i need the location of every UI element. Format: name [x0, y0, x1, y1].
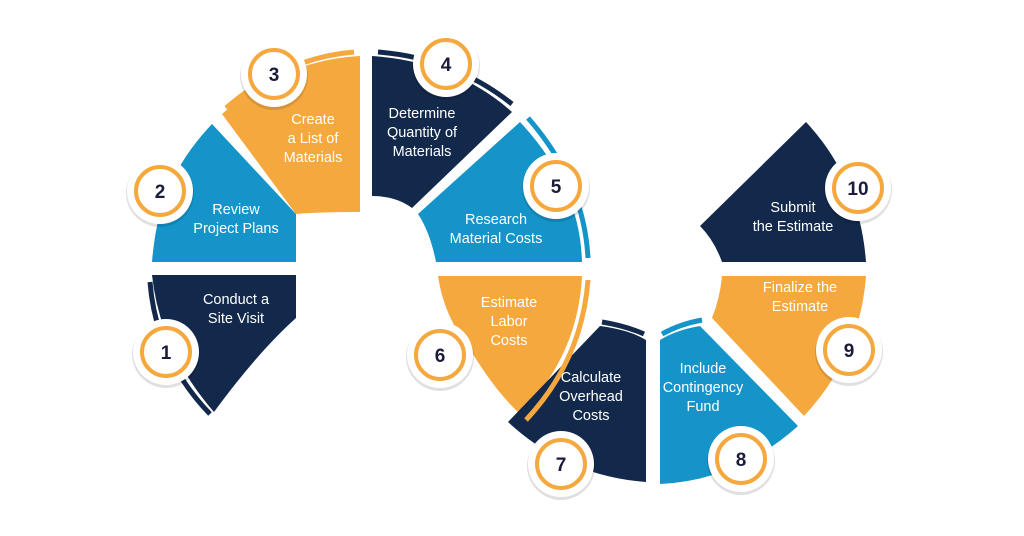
- step-2-label-line: Project Plans: [193, 221, 278, 237]
- step-1-label-line: Site Visit: [208, 311, 264, 327]
- step-3-label-line: Materials: [284, 150, 343, 166]
- step-number: 4: [441, 55, 452, 76]
- step-number: 1: [161, 343, 172, 364]
- step-10-label-line: Submit: [770, 200, 815, 216]
- step-3-label-line: Create: [291, 112, 335, 128]
- step-1-badge: 1: [132, 319, 200, 388]
- step-3-badge: 3: [240, 41, 308, 110]
- step-6-label-line: Costs: [490, 333, 527, 349]
- step-10-label-line: the Estimate: [753, 219, 834, 235]
- step-4-shape: [372, 56, 512, 208]
- step-10-segment: [700, 122, 866, 262]
- step-6-badge: 6: [406, 322, 474, 391]
- step-number: 3: [269, 65, 280, 86]
- step-4-label-line: Determine: [389, 106, 456, 122]
- step-4-label-line: Materials: [393, 144, 452, 160]
- step-4-badge: 4: [412, 31, 480, 100]
- step-1-label-line: Conduct a: [203, 292, 270, 308]
- step-9-badge: 9: [815, 317, 883, 386]
- step-7-label-line: Costs: [572, 408, 609, 424]
- step-1-segment: [152, 275, 296, 412]
- step-8-label-line: Contingency: [663, 380, 744, 396]
- accent-stripe: [660, 317, 703, 337]
- step-4-segment: [372, 56, 512, 208]
- step-number: 6: [435, 346, 446, 367]
- step-1-label: Conduct a Site Visit: [203, 292, 270, 327]
- segments: [147, 49, 866, 484]
- step-9-label-line: Finalize the: [763, 280, 837, 296]
- step-6-label-line: Estimate: [481, 295, 537, 311]
- step-6-segment: [438, 276, 582, 414]
- step-10-badge: 10: [824, 155, 892, 224]
- step-number: 2: [155, 182, 166, 203]
- step-6-label-line: Labor: [490, 314, 527, 330]
- step-number: 7: [556, 455, 567, 476]
- accent-stripe: [601, 319, 646, 337]
- step-number: 8: [736, 450, 747, 471]
- step-8-badge: 8: [707, 426, 775, 495]
- step-5-badge: 5: [522, 153, 590, 222]
- accent-stripe: [524, 279, 591, 422]
- step-10-label: Submit the Estimate: [753, 200, 834, 235]
- step-2-badge: 2: [126, 158, 194, 227]
- step-8-label-line: Fund: [686, 399, 719, 415]
- step-number: 5: [551, 177, 562, 198]
- step-9-shape: [712, 276, 866, 416]
- step-number: 10: [847, 179, 868, 200]
- step-4-label-line: Quantity of: [387, 125, 458, 141]
- step-3-label-line: a List of: [288, 131, 340, 147]
- step-6-shape: [438, 276, 582, 414]
- step-5-label-line: Material Costs: [450, 231, 543, 247]
- step-1-shape: [152, 275, 296, 412]
- step-number: 9: [844, 341, 855, 362]
- step-badges: 1 2 3 4 5 6 7 8 9 10: [126, 31, 892, 500]
- step-7-badge: 7: [527, 431, 595, 500]
- step-9-segment: [712, 276, 866, 416]
- step-7-label-line: Calculate: [561, 370, 621, 386]
- step-2-label-line: Review: [212, 202, 260, 218]
- step-10-shape: [700, 122, 866, 262]
- step-8-label-line: Include: [680, 361, 727, 377]
- step-5-label-line: Research: [465, 212, 527, 228]
- step-7-label-line: Overhead: [559, 389, 623, 405]
- step-9-label-line: Estimate: [772, 299, 828, 315]
- step-3-label: Create a List of Materials: [284, 112, 343, 166]
